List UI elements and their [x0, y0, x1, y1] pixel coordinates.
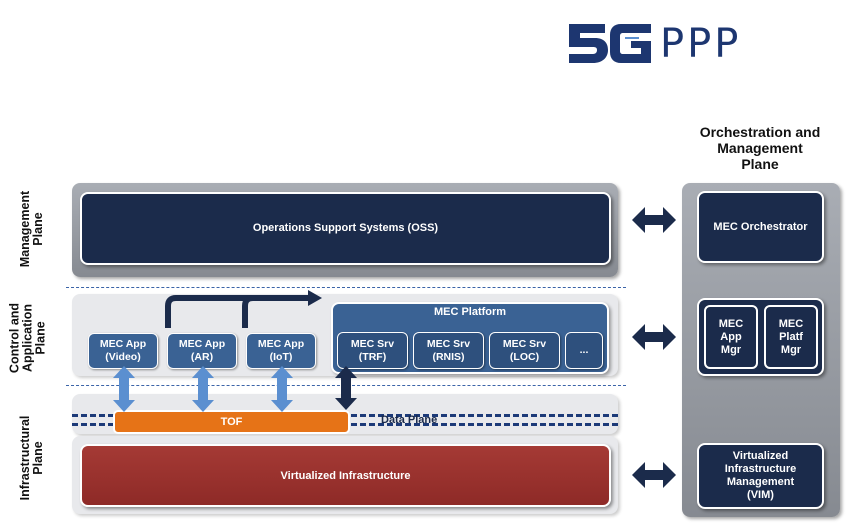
- logo-text: PPP: [660, 21, 742, 67]
- virtualized-infrastructure-box[interactable]: Virtualized Infrastructure: [80, 444, 611, 507]
- mec-srv-loc[interactable]: MEC Srv (LOC): [489, 332, 560, 369]
- data-plane-label: Data Plane: [381, 414, 438, 426]
- infra-vim-arrow: [632, 462, 676, 488]
- mec-orchestrator-box[interactable]: MEC Orchestrator: [697, 191, 824, 263]
- app-interconnect-arrow: [165, 290, 322, 328]
- vim-box[interactable]: Virtualized Infrastructure Management (V…: [697, 443, 824, 509]
- control-mgr-arrow: [632, 324, 676, 350]
- infrastructural-plane-label: Infrastructural Plane: [18, 415, 45, 501]
- mec-app-ar[interactable]: MEC App (AR): [167, 333, 237, 369]
- orchestration-plane-title: Orchestration and Management Plane: [699, 124, 821, 172]
- mec-srv-more[interactable]: ...: [565, 332, 603, 369]
- mec-srv-trf[interactable]: MEC Srv (TRF): [337, 332, 408, 369]
- 5g-logo-mark: 5G: [565, 20, 655, 66]
- oss-orchestrator-arrow: [632, 207, 676, 233]
- management-plane-label: Management Plane: [18, 190, 45, 268]
- plane-separator: [66, 287, 626, 288]
- mec-platf-mgr-box[interactable]: MEC Platf Mgr: [764, 305, 818, 369]
- app-dataplane-arrows: [113, 366, 357, 412]
- mec-app-mgr-box[interactable]: MEC App Mgr: [704, 305, 758, 369]
- mec-app-video[interactable]: MEC App (Video): [88, 333, 158, 369]
- iot-tof-arrow: [271, 366, 293, 412]
- mec-app-iot[interactable]: MEC App (IoT): [246, 333, 316, 369]
- ar-tof-arrow: [192, 366, 214, 412]
- mec-srv-rnis[interactable]: MEC Srv (RNIS): [413, 332, 484, 369]
- platform-dataplane-arrow: [335, 366, 357, 410]
- mec-platform-title: MEC Platform: [433, 306, 507, 318]
- video-tof-arrow: [113, 366, 135, 412]
- control-application-plane-label: Control and Application Plane: [7, 302, 48, 374]
- oss-box[interactable]: Operations Support Systems (OSS): [80, 192, 611, 265]
- tof-box[interactable]: TOF: [113, 410, 350, 434]
